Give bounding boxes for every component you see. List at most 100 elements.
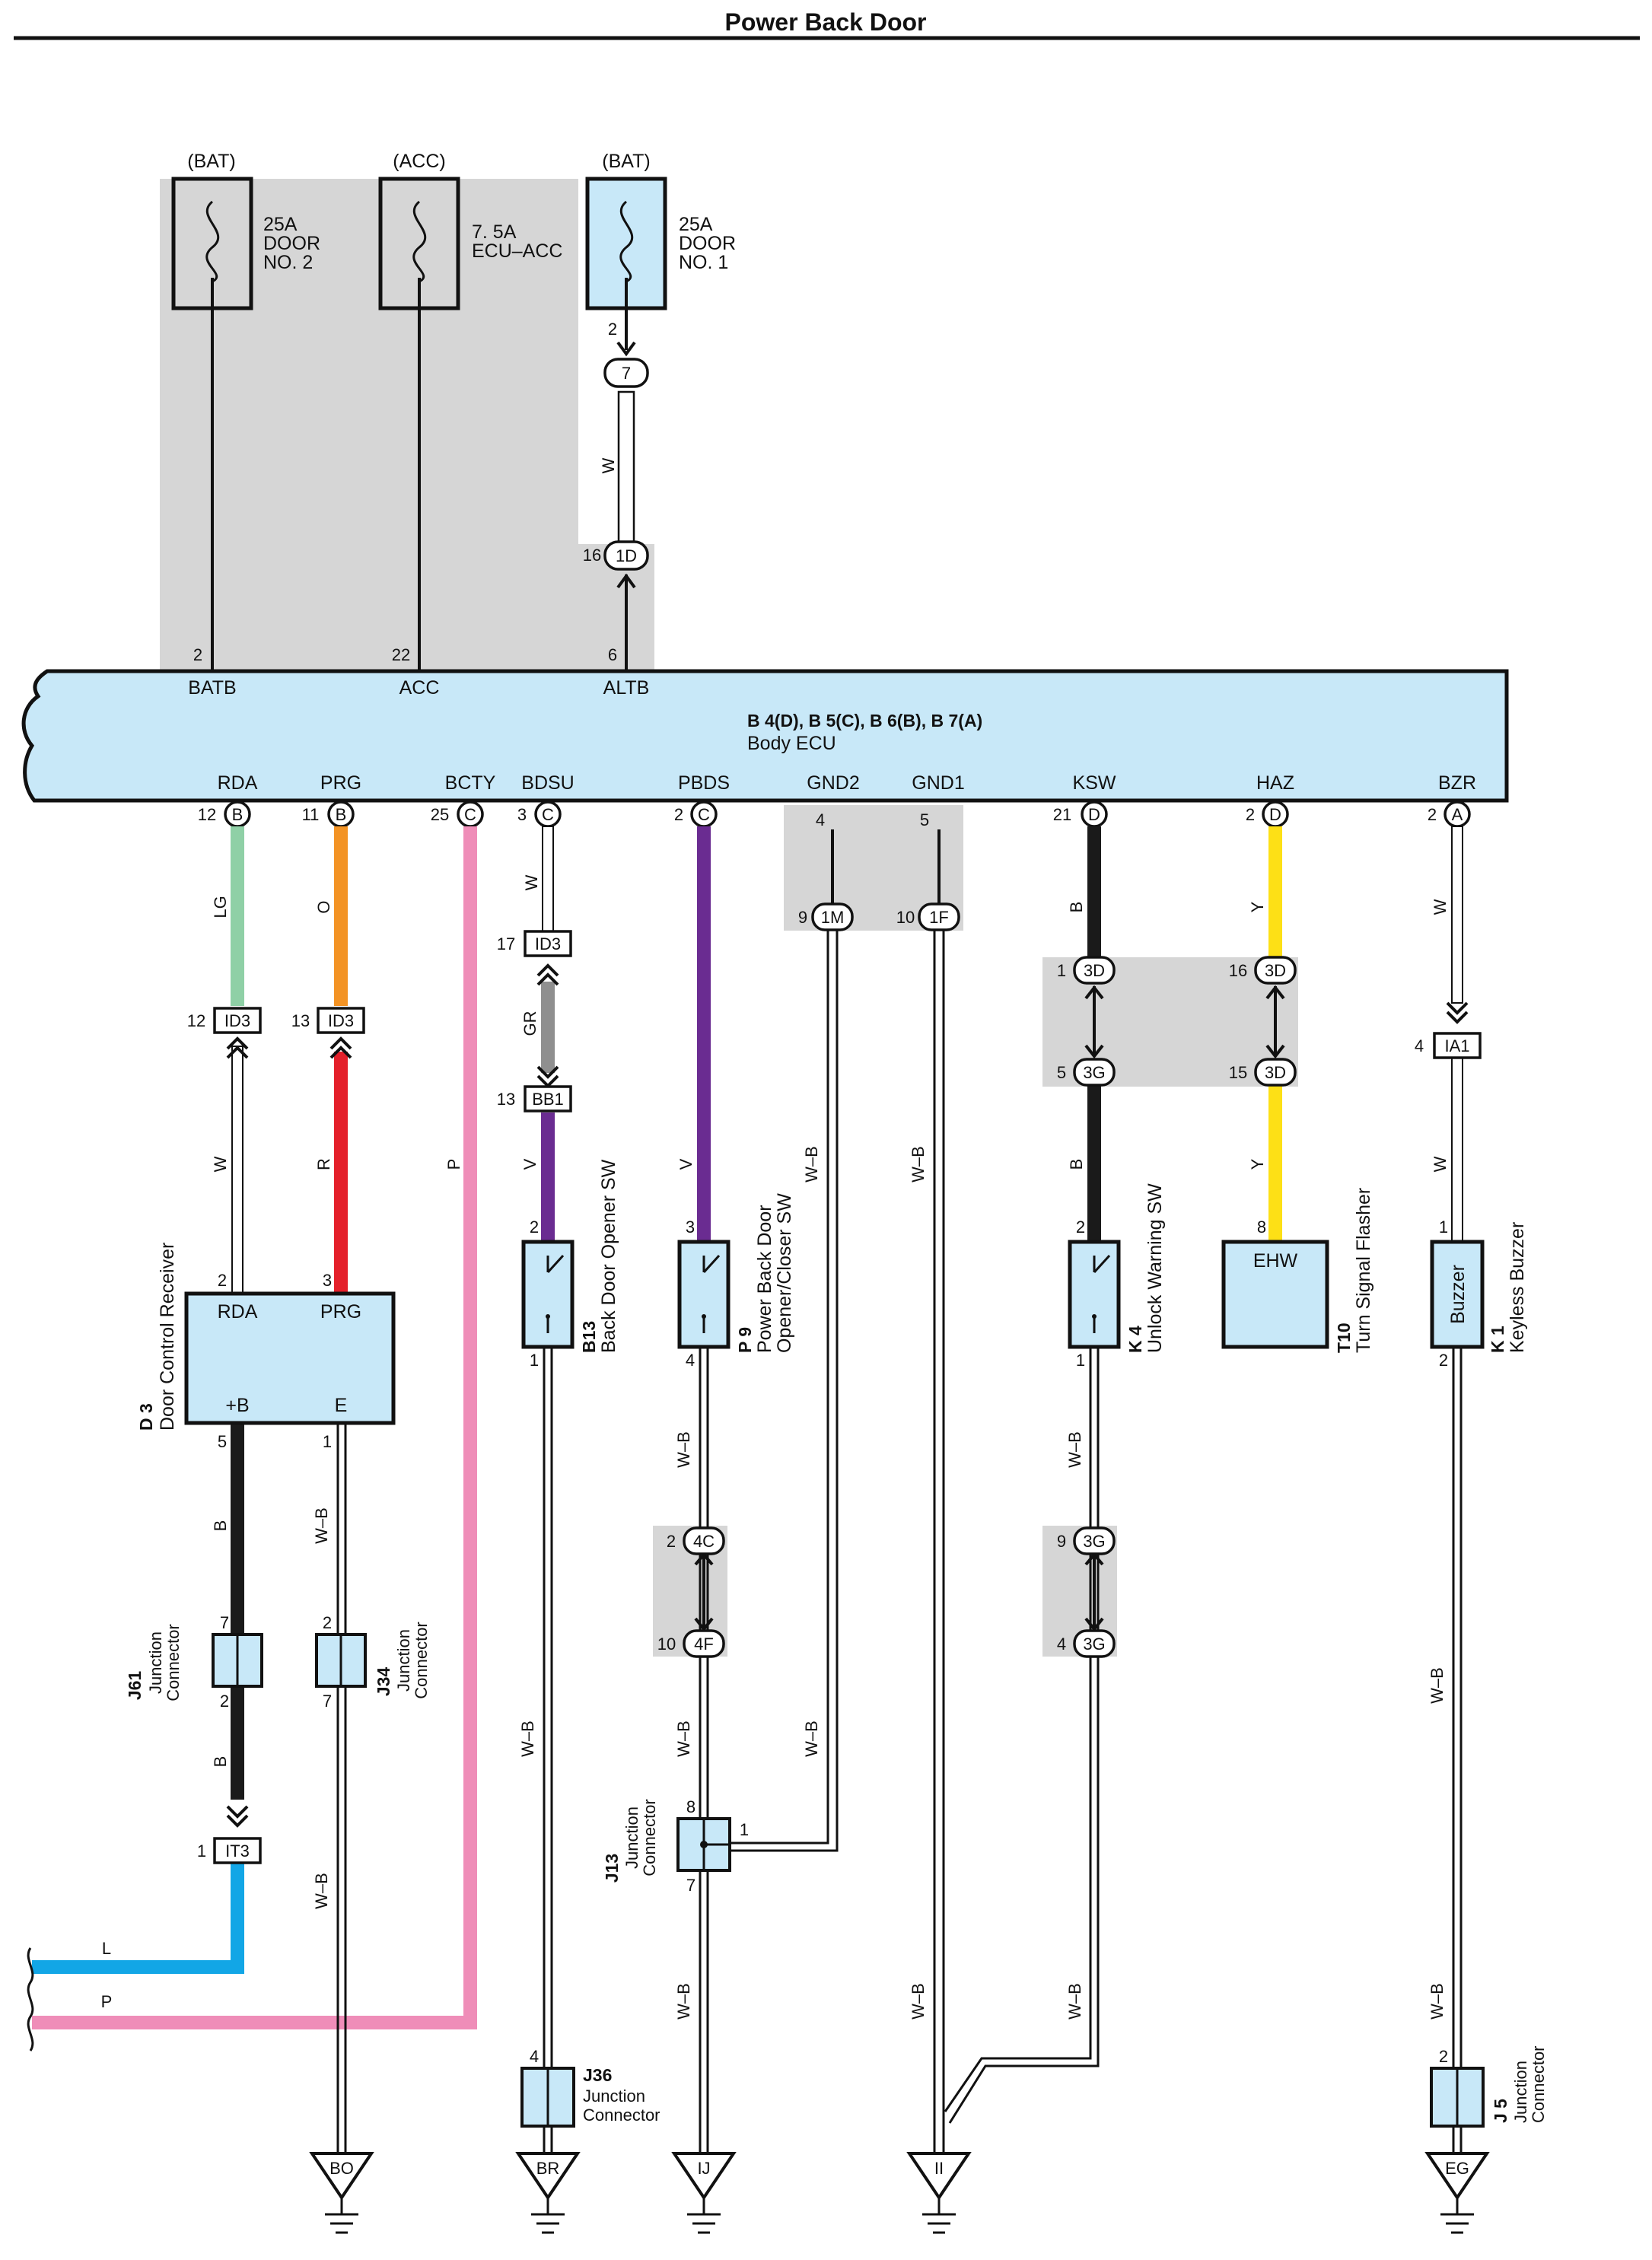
- break-marks: [27, 1947, 34, 2052]
- pin-top: 8: [1257, 1218, 1266, 1237]
- connector-pin: 10: [896, 908, 915, 927]
- connector-id: 3D: [1084, 961, 1105, 980]
- fuse-door-no2: (BAT) 25A DOOR NO. 2: [171, 151, 320, 310]
- component-code: B13: [579, 1321, 599, 1353]
- wire-d3-b: B B L: [32, 1423, 244, 1974]
- pin-conn: A: [1452, 805, 1463, 824]
- door-control-receiver-d3: RDA PRG +B E 2 3 5 1 D 3 Door Control Re…: [136, 1243, 396, 1451]
- component-code: K 4: [1125, 1326, 1145, 1353]
- component-name: Turn Signal Flasher: [1353, 1188, 1374, 1353]
- connector-pin: 1: [197, 1841, 206, 1861]
- connector-pin: 12: [187, 1011, 205, 1030]
- pin-top: 2: [530, 1218, 539, 1237]
- component-code: T10: [1334, 1323, 1354, 1353]
- wire-prg: O R: [314, 826, 348, 1294]
- ground-wire-labels: W–B W–B W–B W–B W–B W–B W–B W–B W–B W–B …: [312, 1146, 1447, 2020]
- term-e: E: [335, 1395, 348, 1416]
- component-inner: EHW: [1253, 1250, 1298, 1272]
- pin-conn: C: [542, 805, 554, 824]
- pin-number: 25: [431, 805, 449, 824]
- ground-label: IJ: [697, 2159, 710, 2178]
- connector-id: 3D: [1265, 961, 1286, 980]
- fuse-rating: 25A: [679, 214, 713, 235]
- pin-gnd1: 5: [920, 810, 929, 829]
- pin-bot: 2: [220, 1692, 229, 1711]
- pin-conn: C: [698, 805, 710, 824]
- connector-pin: 1: [1057, 961, 1066, 980]
- wire-color-label: W–B: [674, 1431, 693, 1468]
- pin-top: 2: [323, 1613, 332, 1632]
- fuse-source: (BAT): [602, 151, 650, 172]
- ecu-term-bcty: BCTY: [445, 772, 496, 794]
- pin-number: 2: [1246, 805, 1255, 824]
- ground-label: EG: [1445, 2159, 1469, 2178]
- connector-id: 4C: [693, 1532, 715, 1551]
- connector-pin: 2: [667, 1532, 676, 1551]
- connector-id3-bdsu: ID3 17: [497, 930, 572, 986]
- component-code: J13: [602, 1854, 622, 1883]
- connector-pin: 13: [291, 1011, 310, 1030]
- ecu-term-gnd2: GND2: [807, 772, 859, 794]
- w-wire-door-no1: W: [599, 390, 635, 546]
- component-name: Unlock Warning SW: [1144, 1183, 1166, 1353]
- pin-bot: 4: [686, 1351, 695, 1370]
- junction-connector-j34: 2 7 J34 Junction Connector: [315, 1613, 431, 1711]
- ecu-term-haz: HAZ: [1256, 772, 1294, 794]
- component-name: Door Control Receiver: [157, 1243, 178, 1431]
- wire-color-label: Y: [1248, 901, 1267, 912]
- connector-id: 1F: [929, 908, 949, 927]
- wire-color-label: Y: [1248, 1158, 1267, 1170]
- fuse-name-2: NO. 2: [263, 252, 313, 273]
- component-code: J34: [374, 1667, 393, 1697]
- connector-pin: 4: [1415, 1036, 1424, 1055]
- wire-color-label: B: [1067, 902, 1086, 913]
- wire-color-label: V: [676, 1158, 695, 1170]
- connector-3d-haz: 3D 16: [1229, 956, 1297, 985]
- connector-3g-upper: 3G 9: [1057, 1526, 1116, 1555]
- ecu-term-prg: PRG: [320, 772, 361, 794]
- ground-bo: BO: [309, 2152, 374, 2234]
- wire-color-label: W–B: [1428, 1667, 1447, 1704]
- wire-pbds: V: [676, 826, 711, 1242]
- pin-prg: 3: [323, 1271, 332, 1290]
- connector-1f: 1F 10: [896, 829, 960, 931]
- connector-ia1: IA1 4: [1415, 1001, 1482, 1059]
- ecu-term-bzr: BZR: [1438, 772, 1476, 794]
- junction-connector-j13: 8 7 1 J13 Junction Connector: [602, 1797, 749, 1895]
- pin-conn: D: [1269, 805, 1281, 824]
- connector-pin: 16: [1229, 961, 1247, 980]
- component-name-1: Junction: [622, 1806, 641, 1869]
- term-b: +B: [225, 1395, 249, 1416]
- connector-it3: IT3 1: [197, 1805, 262, 1864]
- wire-color-label: W: [522, 874, 541, 890]
- connector-id: 3G: [1083, 1063, 1105, 1082]
- pin-top: 7: [220, 1613, 229, 1632]
- pin-side: 1: [740, 1820, 749, 1839]
- wire-color-label: W–B: [674, 1720, 693, 1757]
- ecu-codes: B 4(D), B 5(C), B 6(B), B 7(A): [747, 711, 982, 731]
- ground-label: BR: [536, 2159, 560, 2178]
- connector-id: 3D: [1265, 1063, 1286, 1082]
- wire-color-label: W–B: [312, 1507, 331, 1544]
- term-rda: RDA: [218, 1301, 258, 1323]
- wire-color-label: W–B: [1065, 1431, 1084, 1468]
- ecu-term-rda: RDA: [218, 772, 258, 794]
- component-name: Keyless Buzzer: [1507, 1222, 1528, 1353]
- wire-bzr: W W: [1431, 826, 1463, 1243]
- wire-color-label: W–B: [674, 1983, 693, 2020]
- ecu-term-bdsu: BDSU: [521, 772, 574, 794]
- component-name-1: Junction: [394, 1629, 413, 1692]
- fuse-rating: 25A: [263, 214, 298, 235]
- wire-color-label: B: [1067, 1159, 1086, 1170]
- wire-ksw: B B: [1067, 826, 1101, 1242]
- connector-4f: 4F 10: [657, 1629, 725, 1658]
- component-code: J36: [583, 2065, 612, 2085]
- wire-color-label: W–B: [802, 1720, 821, 1757]
- component-name-1: Junction: [1511, 2061, 1530, 2123]
- pin-gnd2: 4: [816, 810, 825, 829]
- pin-number: 2: [1428, 805, 1437, 824]
- pin-number: 11: [302, 805, 320, 824]
